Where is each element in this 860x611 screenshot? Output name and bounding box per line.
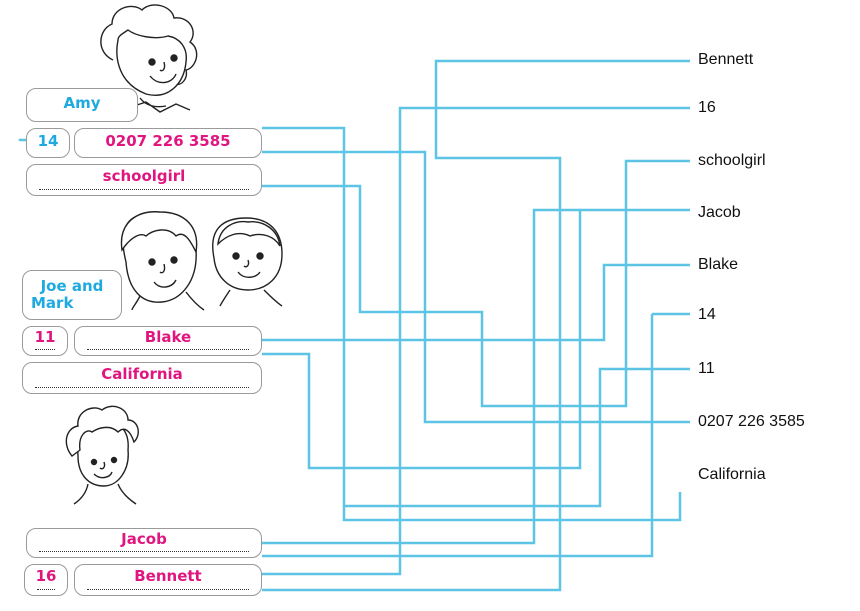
line-jacob bbox=[262, 208, 580, 545]
right-label-bennett: Bennett bbox=[698, 51, 754, 68]
name-box-jacob: Jacob bbox=[26, 528, 262, 558]
place-box-joe-mark: California bbox=[22, 362, 262, 394]
jacob-face-illustration bbox=[65, 405, 139, 505]
line-phone bbox=[262, 150, 690, 424]
place-joe-mark: California bbox=[101, 365, 183, 383]
surname-joe-mark: Blake bbox=[144, 328, 192, 346]
line-14 bbox=[18, 138, 26, 142]
name-box-amy: Amy bbox=[26, 88, 138, 122]
joe-face-illustration bbox=[120, 211, 205, 311]
line-16 bbox=[262, 106, 690, 576]
phone-box-amy: 0207 226 3585 bbox=[74, 128, 262, 158]
right-label-california: California bbox=[698, 466, 766, 483]
age-box-joe-mark: 11 bbox=[22, 326, 68, 356]
age-amy: 14 bbox=[37, 132, 59, 150]
right-label-14: 14 bbox=[698, 306, 716, 323]
name-box-joe-mark: Joe and Mark bbox=[22, 270, 122, 320]
line-blake bbox=[262, 263, 690, 342]
line-schoolgirl bbox=[262, 159, 690, 408]
right-label-blake: Blake bbox=[698, 256, 739, 273]
job-amy: schoolgirl bbox=[102, 167, 186, 185]
age-joe-mark: 11 bbox=[34, 328, 56, 346]
age-jacob: 16 bbox=[35, 567, 57, 585]
surname-box-joe-mark: Blake bbox=[74, 326, 262, 356]
phone-amy: 0207 226 3585 bbox=[105, 132, 231, 150]
right-label-16: 16 bbox=[698, 99, 716, 116]
line-11-to-california bbox=[382, 492, 682, 522]
age-box-amy: 14 bbox=[26, 128, 70, 158]
line-11 bbox=[344, 367, 690, 508]
name-amy: Amy bbox=[63, 94, 101, 112]
mark-face-illustration bbox=[212, 217, 283, 307]
line-bennett bbox=[262, 59, 690, 592]
job-box-amy: schoolgirl bbox=[26, 164, 262, 196]
name-jacob: Jacob bbox=[121, 530, 167, 548]
right-label-jacob: Jacob bbox=[698, 204, 741, 221]
right-label-11: 11 bbox=[698, 360, 715, 377]
name-joe-mark-line1: Joe and bbox=[40, 277, 104, 295]
right-label-phone: 0207 226 3585 bbox=[698, 413, 805, 430]
age-box-jacob: 16 bbox=[24, 564, 68, 596]
amy-face-illustration bbox=[100, 4, 198, 113]
name-joe-mark-line2: Mark bbox=[31, 294, 74, 312]
surname-jacob: Bennett bbox=[134, 567, 202, 585]
line-14-down bbox=[262, 314, 654, 558]
surname-box-jacob: Bennett bbox=[74, 564, 262, 596]
line-california bbox=[262, 208, 690, 470]
line-phone-a bbox=[262, 126, 382, 522]
right-label-schoolgirl: schoolgirl bbox=[698, 152, 766, 169]
